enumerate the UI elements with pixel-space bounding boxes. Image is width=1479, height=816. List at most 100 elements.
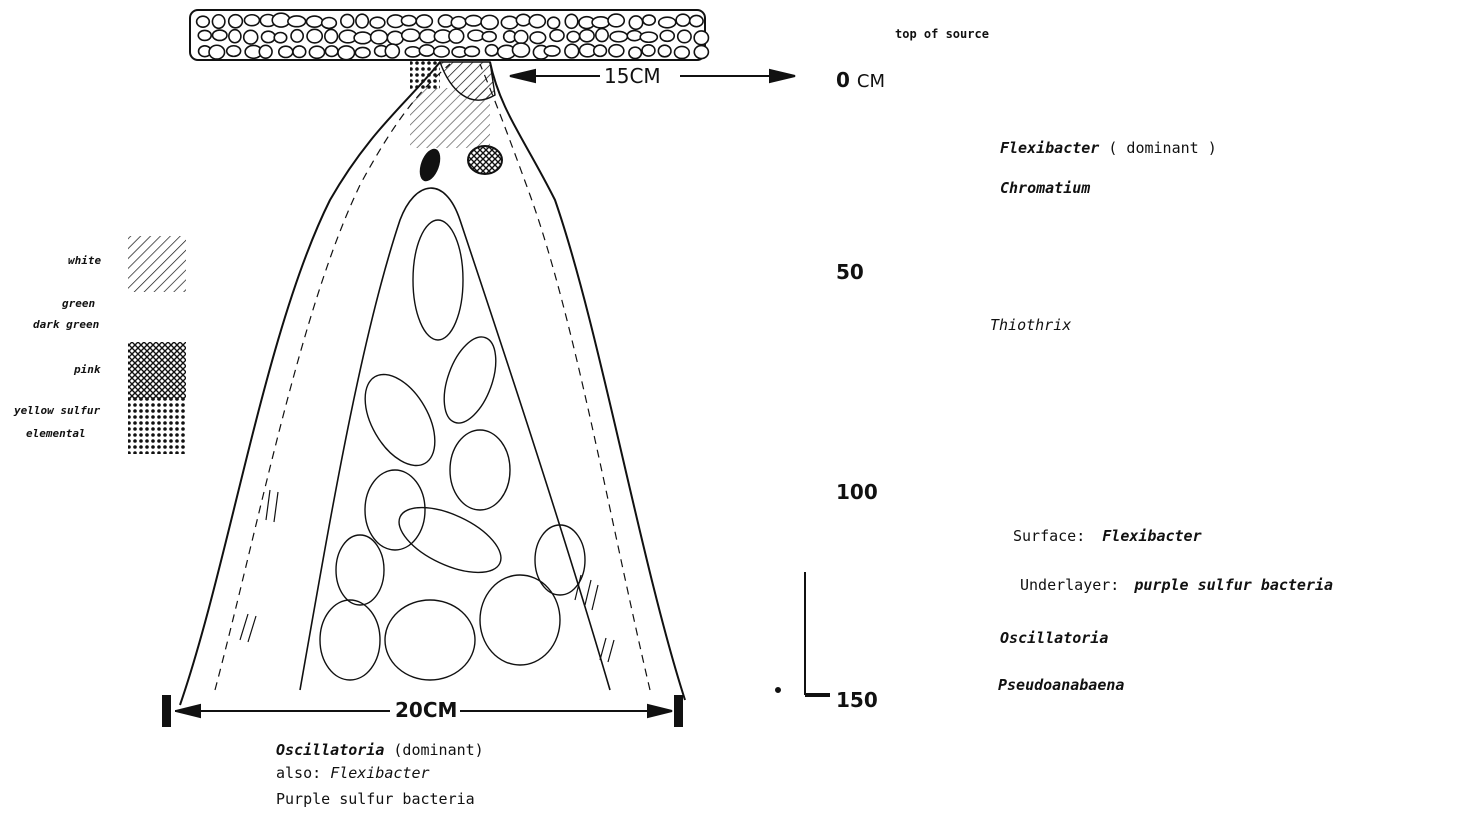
rock-cobble (229, 30, 241, 43)
rock-cobble (512, 43, 529, 57)
rock-cobble (356, 14, 368, 28)
rock-cobble (291, 30, 303, 42)
rock-cobble (674, 46, 689, 58)
rock-cobble (371, 30, 388, 44)
scale-0: 0 CM (836, 68, 885, 92)
rock-cobble (370, 17, 385, 28)
rock-cobble (485, 45, 498, 56)
annotation-oscillatoria: Oscillatoria (1000, 629, 1108, 647)
rock-cobble (694, 31, 708, 45)
scale-150: 150 (836, 688, 878, 712)
legend-dark-green: dark green (33, 318, 99, 331)
rock-cobble (659, 17, 676, 28)
rock-cobble (227, 46, 241, 57)
rock-cobble (419, 45, 434, 56)
rock-cobble (465, 46, 480, 56)
rock-cobble (416, 15, 432, 28)
width-bottom-label: 20CM (395, 698, 457, 722)
rock-cobble (609, 45, 624, 57)
scale-bar (776, 572, 830, 695)
rock-cobble (197, 16, 210, 27)
rock-cobble (293, 46, 306, 58)
caption-also: also: (276, 764, 321, 782)
rock-cobble (514, 30, 527, 43)
annotation-chromatium: Chromatium (1000, 179, 1090, 197)
rock-cobble (592, 17, 609, 28)
rock-cobble (643, 15, 655, 25)
underlayer-label: Underlayer: (1020, 576, 1119, 594)
legend-swatches (128, 236, 186, 454)
rock-cobble (678, 30, 691, 43)
rock-cobble (229, 15, 243, 28)
rock-cobble (198, 30, 211, 40)
rock-cobble (322, 17, 337, 28)
rock-cobble (259, 45, 272, 58)
rock-cobble (465, 15, 481, 26)
scale-100: 100 (836, 480, 878, 504)
rock-cobble (288, 16, 306, 27)
rock-cobble (516, 14, 530, 25)
rock-cobble (325, 29, 338, 43)
caption-flexibacter: Flexibacter (330, 764, 429, 782)
caption-line-3: Purple sulfur bacteria (276, 790, 475, 808)
surface-value: Flexibacter (1102, 527, 1201, 545)
top-of-source-label: top of source (895, 27, 989, 41)
rock-cobble (565, 44, 579, 58)
rock-cobble (325, 46, 338, 57)
annotation-underlayer: Underlayer: purple sulfur bacteria (1020, 576, 1333, 594)
caption-line-2: also: Flexibacter (276, 764, 430, 782)
rock-cobble (402, 29, 420, 41)
rock-cobble (261, 31, 275, 42)
annotation-thiothrix: Thiothrix (990, 316, 1071, 334)
flexibacter-note: ( dominant ) (1108, 139, 1216, 157)
rock-cobble (244, 15, 259, 26)
source-rock-bar (190, 10, 708, 60)
scale-0-unit: CM (857, 71, 885, 92)
rock-cobble (596, 29, 608, 42)
rock-cobble (468, 30, 484, 41)
rock-cobble (610, 31, 627, 41)
rock-cobble (482, 32, 496, 42)
scale-50: 50 (836, 260, 864, 284)
rock-cobble (640, 32, 657, 42)
rock-cobble (355, 47, 370, 57)
rock-cobble (627, 31, 641, 41)
scale-0-value: 0 (836, 68, 850, 92)
rock-cobble (274, 33, 286, 43)
rock-cobble (690, 15, 703, 26)
legend-elemental: elemental (26, 427, 86, 440)
rock-cobble (309, 46, 324, 58)
annotation-surface: Surface: Flexibacter (1013, 527, 1202, 545)
rock-cobble (608, 14, 624, 27)
rock-cobble (594, 45, 607, 56)
underlayer-value: purple sulfur bacteria (1134, 576, 1333, 594)
rock-cobble (405, 47, 420, 57)
caption-oscillatoria: Oscillatoria (276, 741, 384, 759)
rock-cobble (212, 15, 224, 29)
rock-cobble (629, 16, 642, 29)
caption-line-1: Oscillatoria (dominant) (276, 741, 484, 759)
rock-cobble (550, 30, 564, 42)
rock-cobble (307, 29, 322, 43)
annotation-pseudoanabaena: Pseudoanabaena (998, 676, 1124, 694)
rock-cobble (341, 14, 354, 27)
rock-cobble (530, 32, 546, 44)
legend-pink: pink (74, 363, 101, 376)
annotation-flexibacter-dominant: Flexibacter ( dominant ) (1000, 139, 1217, 157)
flexibacter-name: Flexibacter (1000, 139, 1099, 157)
rock-cobble (580, 30, 594, 42)
rock-cobble (544, 46, 560, 56)
rock-cobble (306, 16, 322, 27)
rock-cobble (501, 16, 517, 29)
legend-yellow-sulfur: yellow sulfur (14, 404, 100, 417)
rock-cobble (451, 17, 466, 29)
rock-cobble (338, 46, 355, 60)
rock-cobble (642, 45, 655, 56)
rock-cobble (565, 14, 578, 28)
rock-cobble (694, 46, 708, 59)
rock-cobble (629, 47, 642, 58)
rock-cobble (385, 44, 399, 58)
rock-cobble (434, 46, 449, 57)
rock-cobble (676, 14, 690, 26)
